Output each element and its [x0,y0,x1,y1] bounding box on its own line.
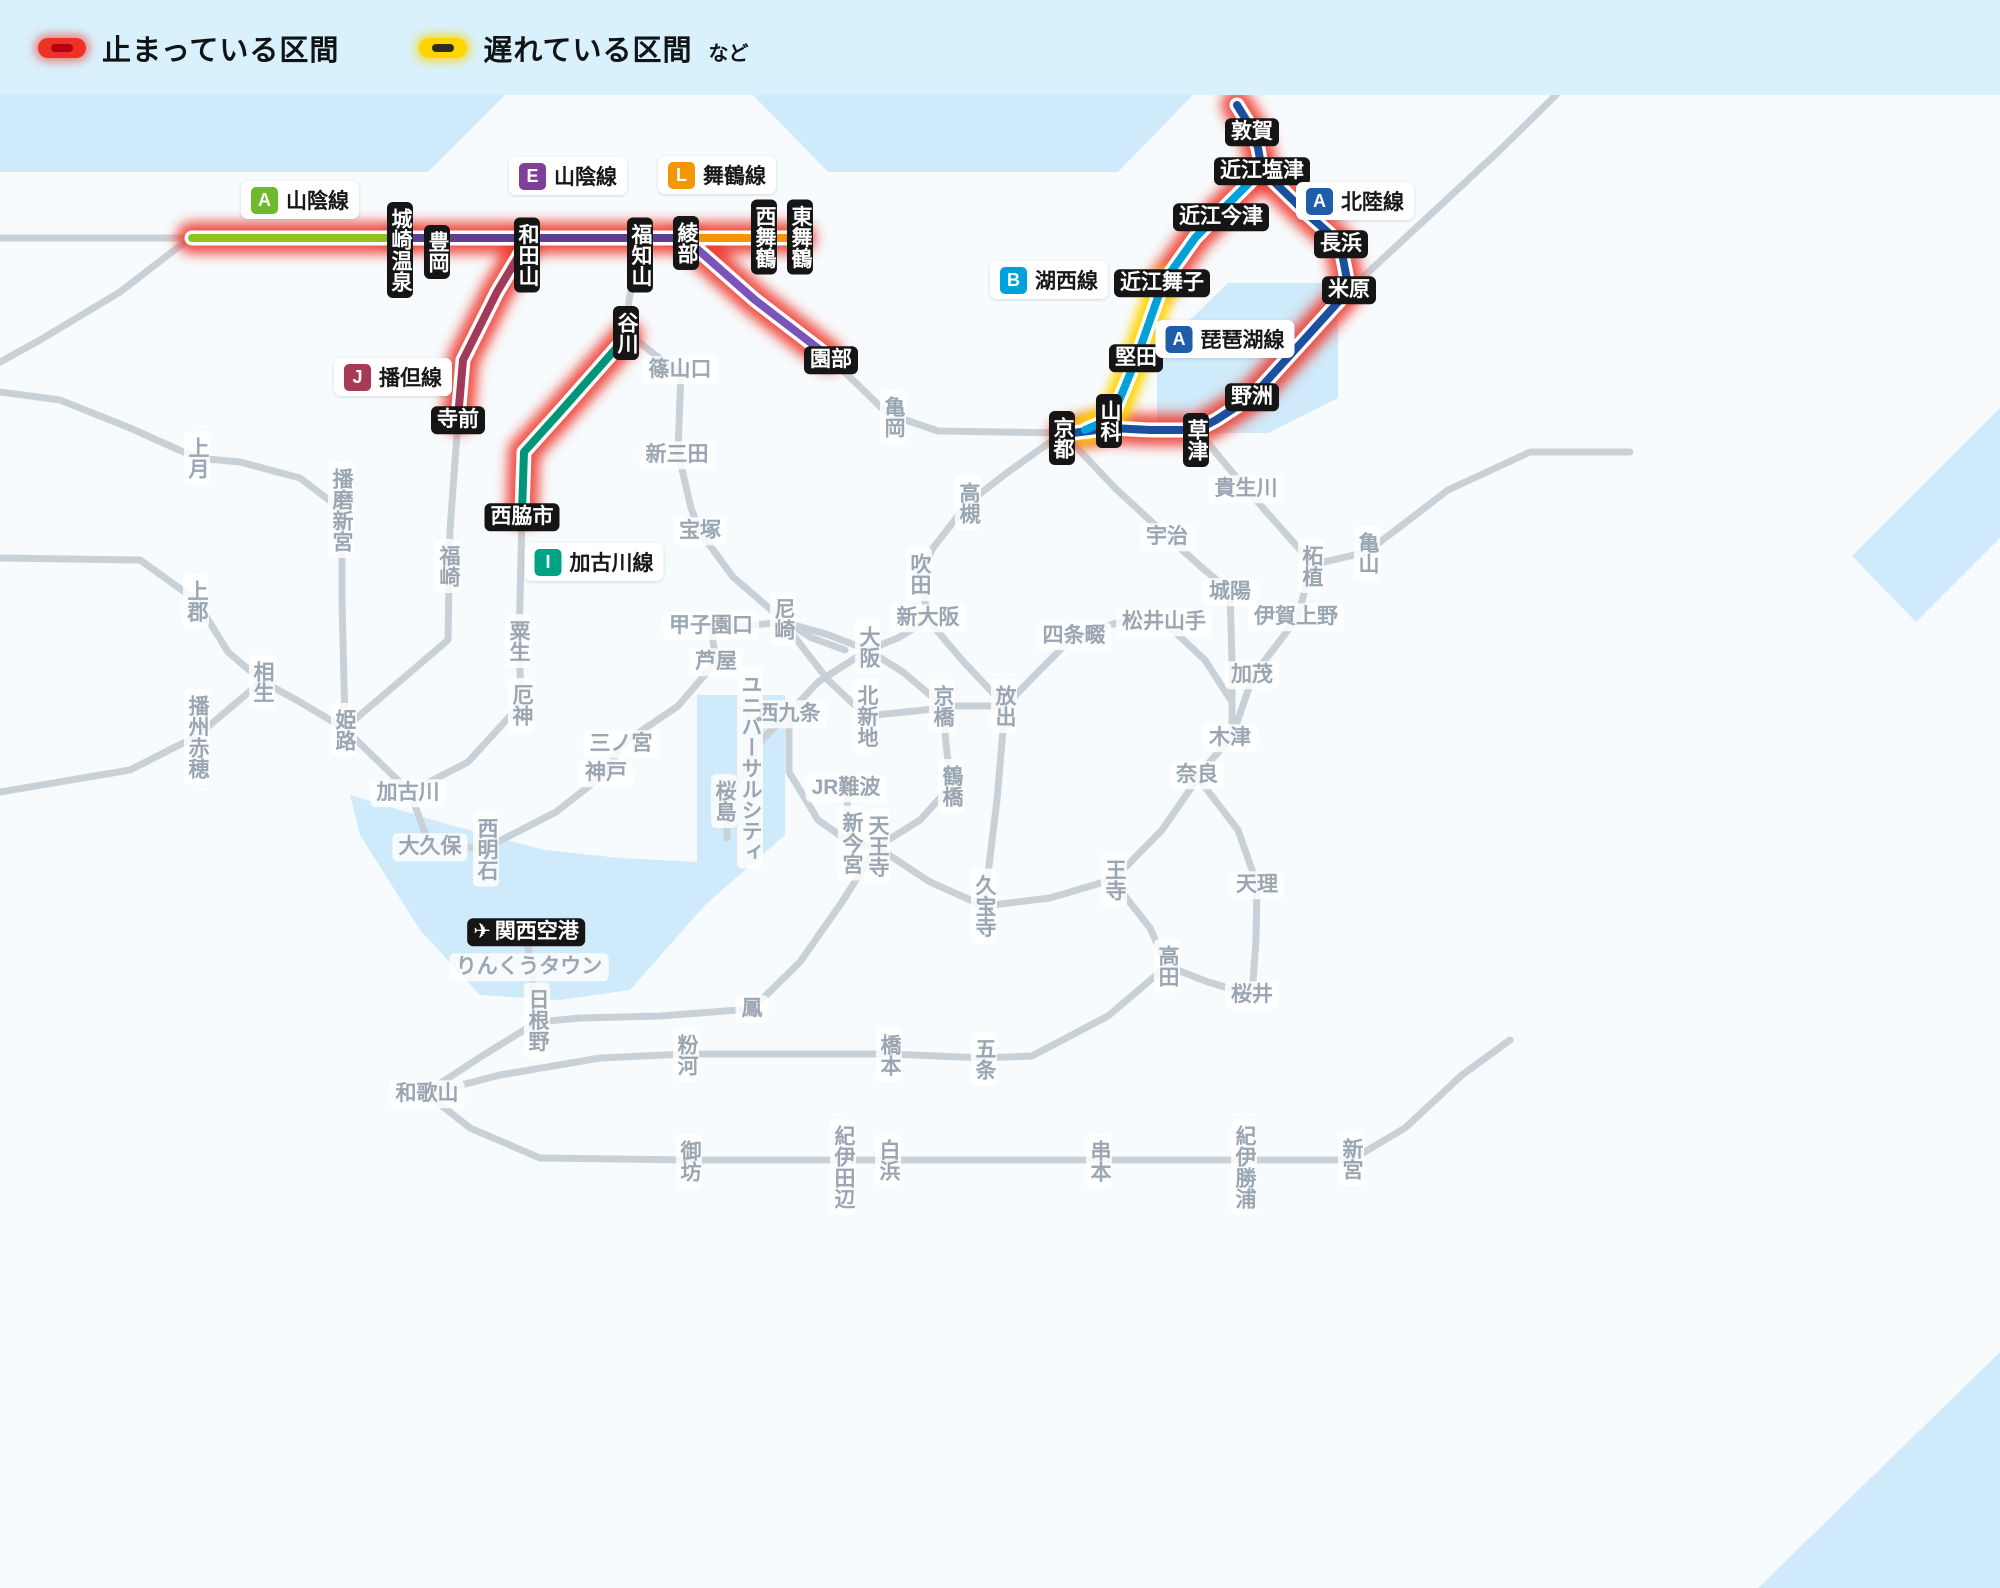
rail-line [423,843,881,1096]
rail-line [1163,774,1261,999]
delayed-line-core [432,43,455,52]
delayed-line-sample-icon [419,37,468,58]
rail-line [1307,448,1634,569]
stopped-line-core [51,43,73,52]
land-area [0,95,2000,1588]
stopped-line-sample-icon [38,37,86,58]
rail-line [0,234,194,366]
legend-delayed: 遅れている区間 など [419,27,749,69]
east-water-band [1852,408,2000,622]
rail-line [0,677,266,796]
legend: 止まっている区間 遅れている区間 など [0,0,2000,95]
line-core [454,238,531,422]
legend-stopped: 止まっている区間 [38,27,339,69]
rail-line [1059,429,1236,741]
legend-delayed-label: 遅れている区間 [483,34,693,67]
rail-line [423,1036,1514,1164]
legend-stopped-label: 止まっている区間 [102,34,340,67]
line-core [1061,101,1353,438]
rail-line [1345,91,1560,294]
line-core [683,236,832,360]
southeast-sea-corner [1758,1352,2000,1588]
legend-delayed-suffix: など [708,42,749,65]
osaka-bay [350,695,785,1000]
line-core [518,332,631,516]
rail-line [0,388,349,729]
